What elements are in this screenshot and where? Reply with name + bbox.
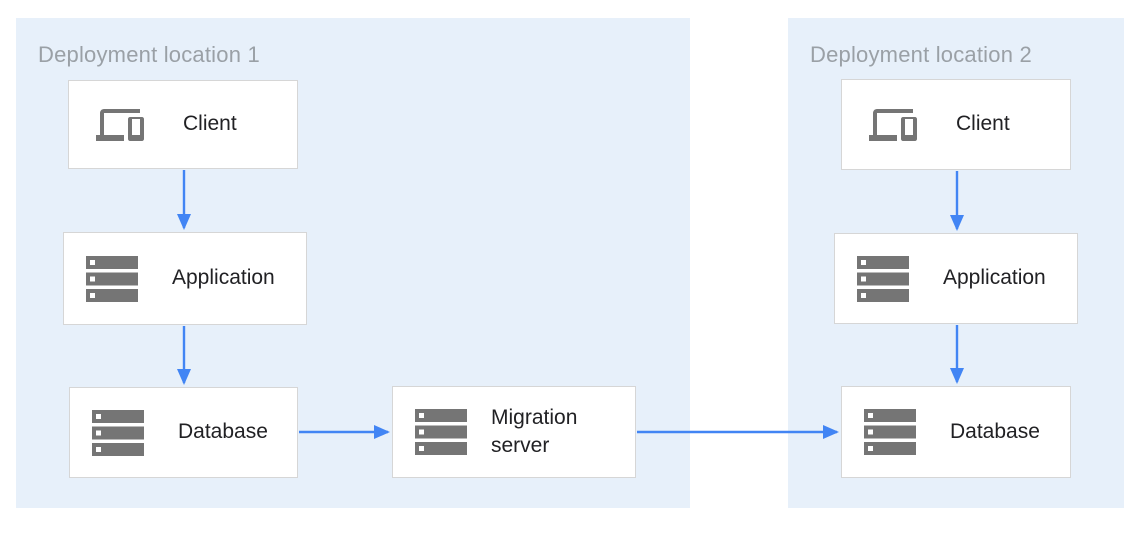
database-node-1: Database (69, 387, 298, 478)
storage-icon (92, 409, 144, 456)
devices-icon (864, 101, 922, 149)
client-node-2: Client (841, 79, 1071, 170)
devices-icon (91, 101, 149, 149)
application-node-2: Application (834, 233, 1078, 324)
client-node-1: Client (68, 80, 298, 169)
node-label: Migration server (491, 405, 578, 457)
node-label: Database (178, 420, 268, 444)
node-label: Database (950, 419, 1040, 443)
application-node-1: Application (63, 232, 307, 325)
migration-server-node: Migration server (392, 386, 636, 478)
node-label: Application (172, 266, 275, 290)
storage-icon (86, 255, 138, 302)
storage-icon (857, 255, 909, 302)
node-label: Application (943, 266, 1046, 290)
storage-icon (415, 409, 467, 455)
panel-title: Deployment location 2 (810, 42, 1032, 67)
node-label: Client (956, 112, 1010, 136)
database-node-2: Database (841, 386, 1071, 478)
panel-title: Deployment location 1 (38, 42, 260, 67)
node-label: Client (183, 112, 237, 136)
storage-icon (864, 409, 916, 455)
